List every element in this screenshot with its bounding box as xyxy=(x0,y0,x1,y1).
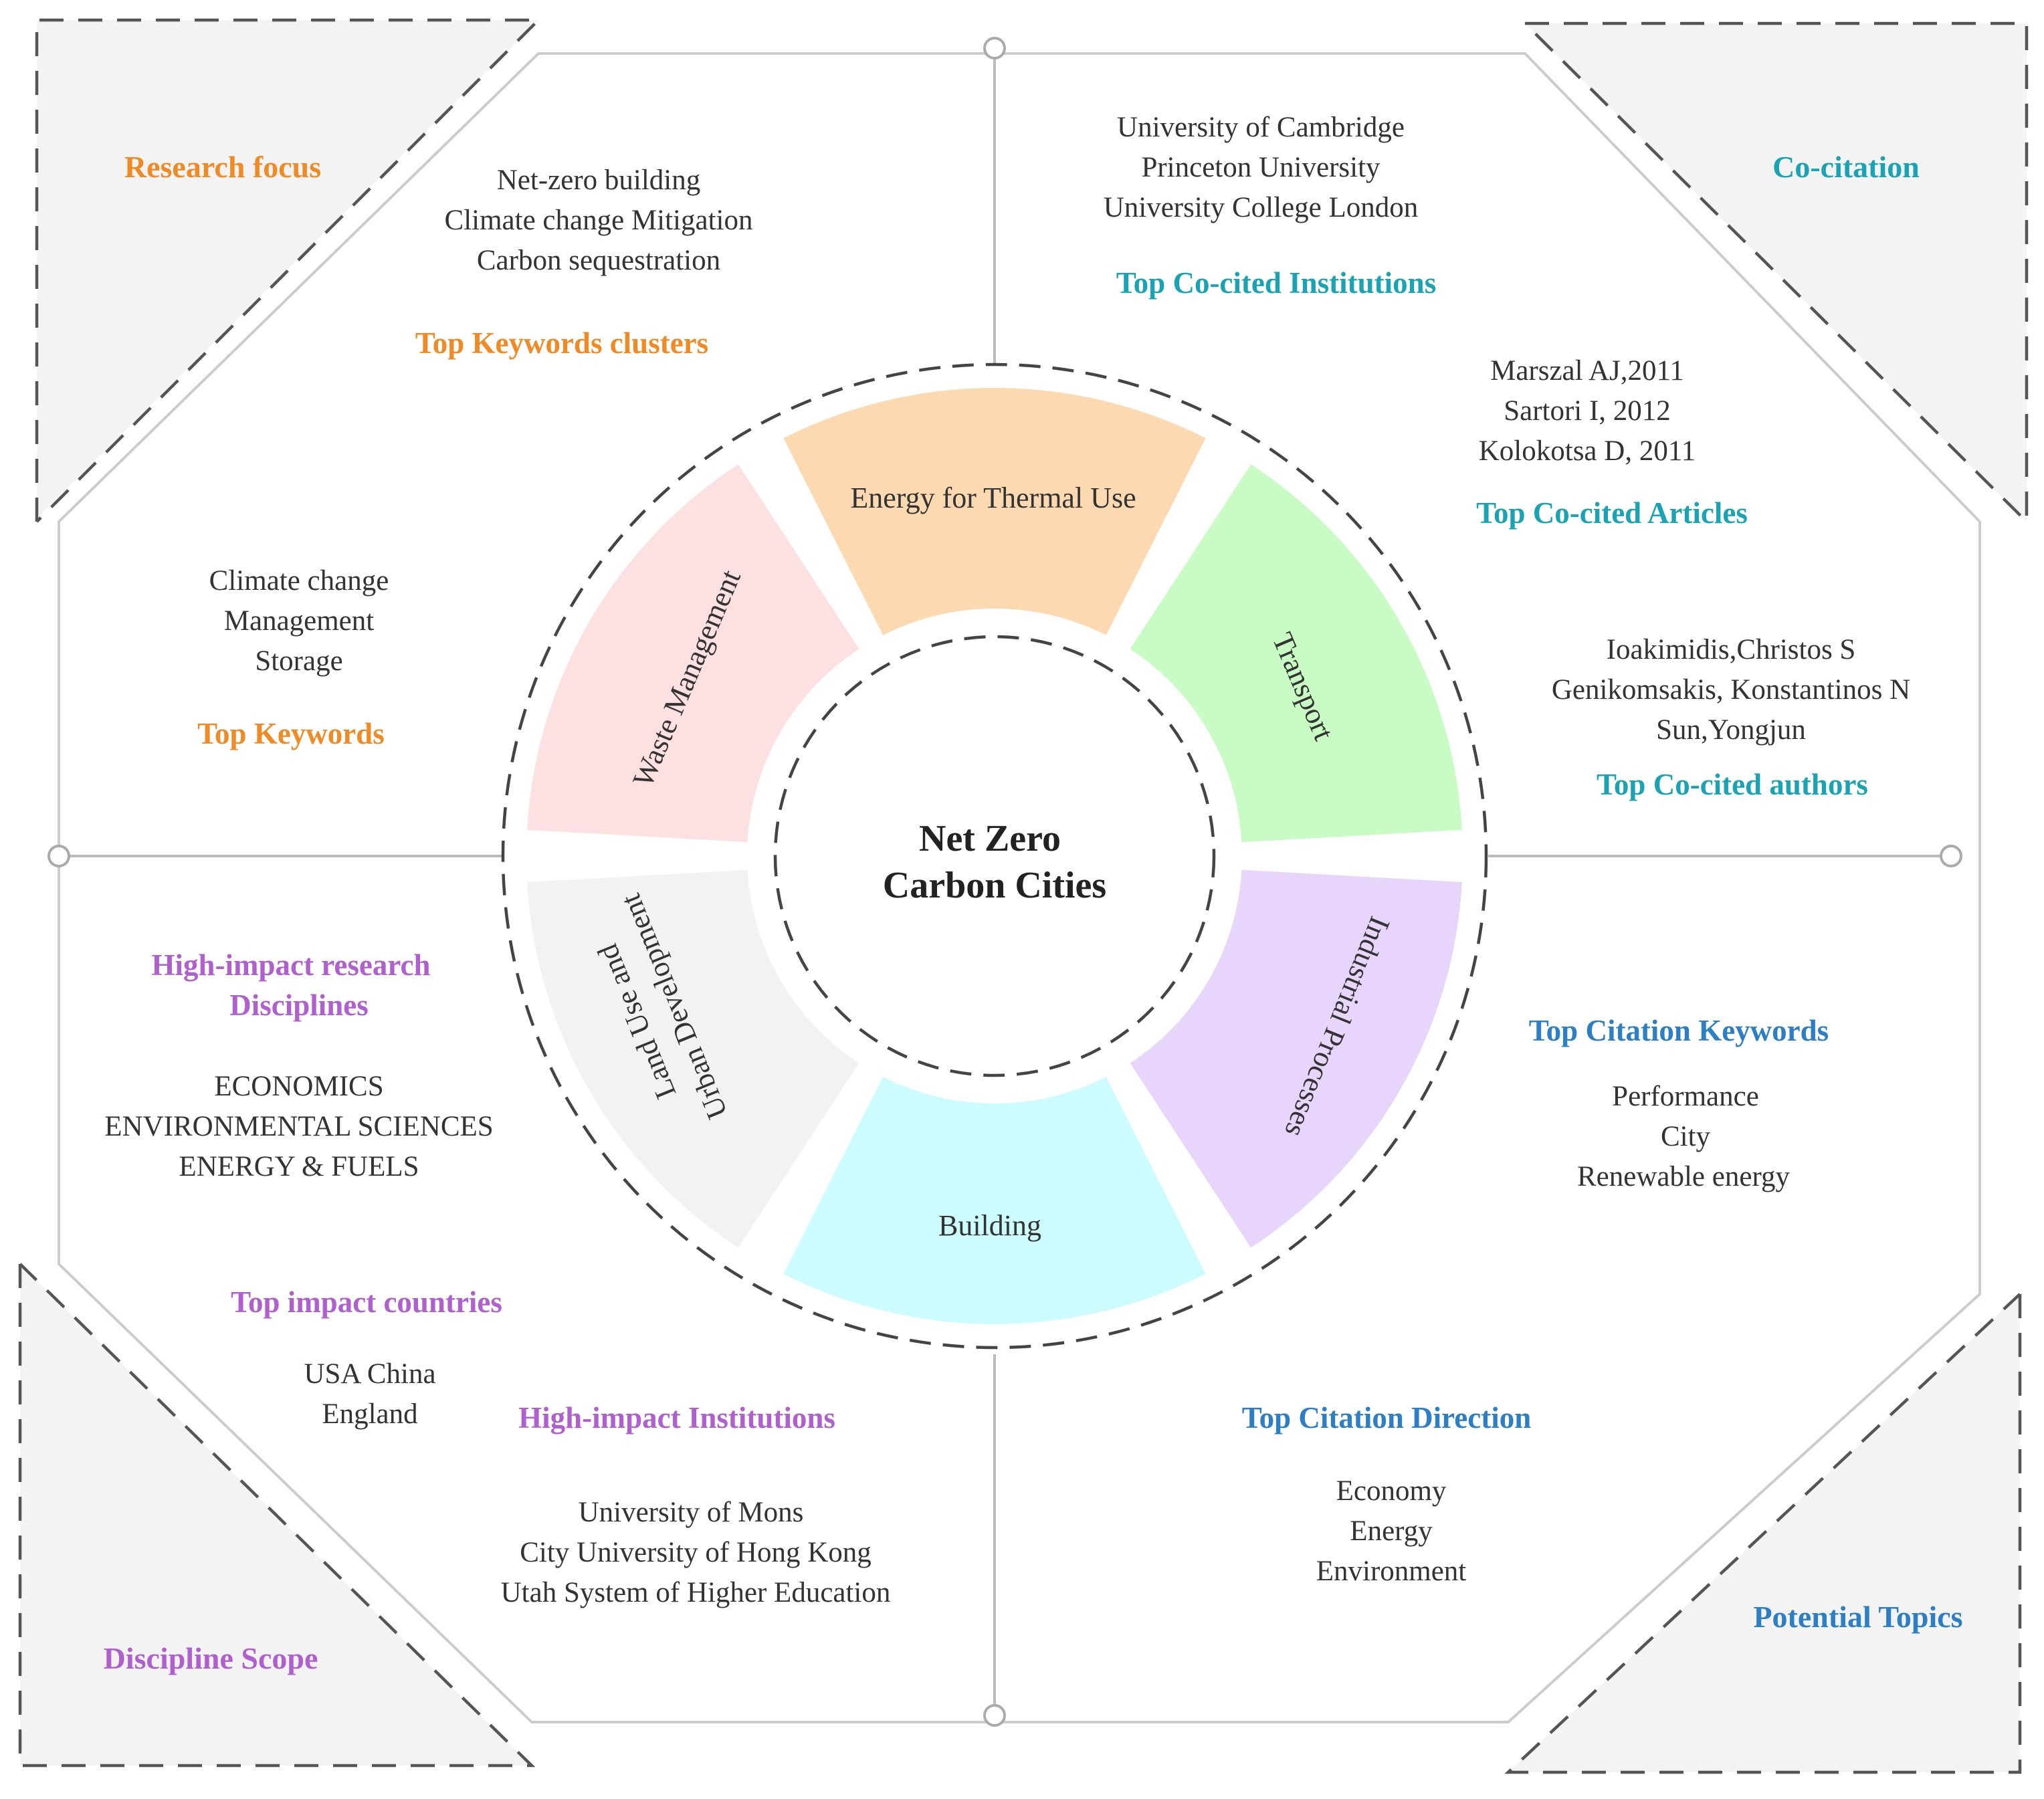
citation-direction-3: Environment xyxy=(1316,1556,1467,1587)
connector-right-circle xyxy=(1940,845,1962,867)
cocited-institution-2: Princeton University xyxy=(1141,152,1381,183)
connector-top-circle xyxy=(983,37,1006,60)
seg-transportment xyxy=(1130,464,1462,843)
high-impact-institution-1: University of Mons xyxy=(579,1497,804,1528)
corner-outline-bottom-right xyxy=(1504,1293,2022,1774)
cocited-author-1: Ioakimidis,Christos S xyxy=(1607,634,1856,665)
bottom-left-quadrant: High-impact research Disciplines ECONOMI… xyxy=(104,948,890,1608)
countries-label: Top impact countries xyxy=(231,1285,502,1319)
cocited-institution-1: University of Cambridge xyxy=(1117,112,1405,143)
corner-label-potential-topics: Potential Topics xyxy=(1753,1600,1962,1634)
cocited-articles-label: Top Co-cited Articles xyxy=(1476,496,1748,530)
segment-label-building: Building xyxy=(938,1209,1041,1242)
clusters-item-2: Climate change Mitigation xyxy=(445,205,753,236)
corner-dashed-outlines xyxy=(18,18,2029,1774)
country-item-2: England xyxy=(322,1398,417,1430)
high-impact-institutions-label: High-impact Institutions xyxy=(518,1401,835,1435)
corner-label-co-citation: Co-citation xyxy=(1772,150,1920,184)
top-left-quadrant: Net-zero building Climate change Mitigat… xyxy=(197,165,752,750)
cocited-institutions-label: Top Co-cited Institutions xyxy=(1116,266,1436,300)
connector-lines xyxy=(64,48,1944,1715)
clusters-label: Top Keywords clusters xyxy=(415,326,708,360)
citation-keyword-2: City xyxy=(1661,1121,1711,1152)
high-impact-institution-3: Utah System of Higher Education xyxy=(501,1577,891,1608)
center-title-line1: Net Zero xyxy=(919,818,1061,859)
ring-segments xyxy=(527,388,1462,1324)
cocited-author-2: Genikomsakis, Konstantinos N xyxy=(1552,674,1910,706)
keywords-item-1: Climate change xyxy=(209,565,389,597)
seg-energyment xyxy=(783,388,1206,635)
center-title-line2: Carbon Cities xyxy=(883,865,1106,906)
high-impact-institution-2: City University of Hong Kong xyxy=(520,1537,872,1568)
connector-end-circles xyxy=(47,37,1962,1727)
disciplines-label-line2: Disciplines xyxy=(229,988,369,1022)
cocited-authors-label: Top Co-cited authors xyxy=(1597,768,1868,801)
seg-industrialment xyxy=(1130,869,1462,1248)
cocited-article-1: Marszal AJ,2011 xyxy=(1490,355,1684,387)
discipline-item-2: ENVIRONMENTAL SCIENCES xyxy=(104,1111,493,1142)
citation-keyword-3: Renewable energy xyxy=(1577,1161,1790,1192)
cocited-article-2: Sartori I, 2012 xyxy=(1504,395,1671,427)
citation-keywords-label: Top Citation Keywords xyxy=(1529,1014,1829,1047)
connector-left-circle xyxy=(47,845,70,867)
clusters-item-1: Net-zero building xyxy=(497,165,701,196)
seg-wastement xyxy=(527,464,859,843)
cocited-institution-3: University College London xyxy=(1104,192,1419,223)
discipline-item-1: ECONOMICS xyxy=(214,1071,383,1102)
ring xyxy=(501,362,1488,1350)
keywords-item-2: Management xyxy=(224,605,375,637)
keywords-item-3: Storage xyxy=(255,645,342,677)
octagon-frame xyxy=(58,52,1981,1723)
segment-label-energy: Energy for Thermal Use xyxy=(850,482,1136,514)
corner-outline-bottom-left xyxy=(18,1263,536,1768)
corner-label-discipline-scope: Discipline Scope xyxy=(104,1641,318,1675)
top-right-quadrant: University of Cambridge Princeton Univer… xyxy=(1104,112,1910,801)
disciplines-label-line1: High-impact research xyxy=(151,948,430,982)
connector-bottom-circle xyxy=(983,1704,1006,1727)
ring-inner-dashed xyxy=(773,635,1216,1077)
country-item-1: USA China xyxy=(304,1358,435,1390)
cocited-author-3: Sun,Yongjun xyxy=(1656,714,1806,746)
clusters-item-3: Carbon sequestration xyxy=(477,245,720,276)
keywords-label: Top Keywords xyxy=(197,717,385,750)
seg-landusement xyxy=(527,869,859,1248)
cocited-article-3: Kolokotsa D, 2011 xyxy=(1479,435,1696,467)
discipline-item-3: ENERGY & FUELS xyxy=(179,1151,419,1182)
bottom-right-quadrant: Top Citation Keywords Performance City R… xyxy=(1242,1014,1829,1587)
citation-direction-label: Top Citation Direction xyxy=(1242,1401,1532,1435)
citation-direction-1: Economy xyxy=(1336,1475,1447,1507)
corner-label-research-focus: Research focus xyxy=(124,150,321,184)
seg-buildingment xyxy=(783,1077,1206,1324)
citation-keyword-1: Performance xyxy=(1612,1081,1759,1112)
corner-outline-top-right xyxy=(1524,21,2029,526)
citation-direction-2: Energy xyxy=(1350,1515,1433,1547)
corner-outline-top-left xyxy=(35,18,542,523)
